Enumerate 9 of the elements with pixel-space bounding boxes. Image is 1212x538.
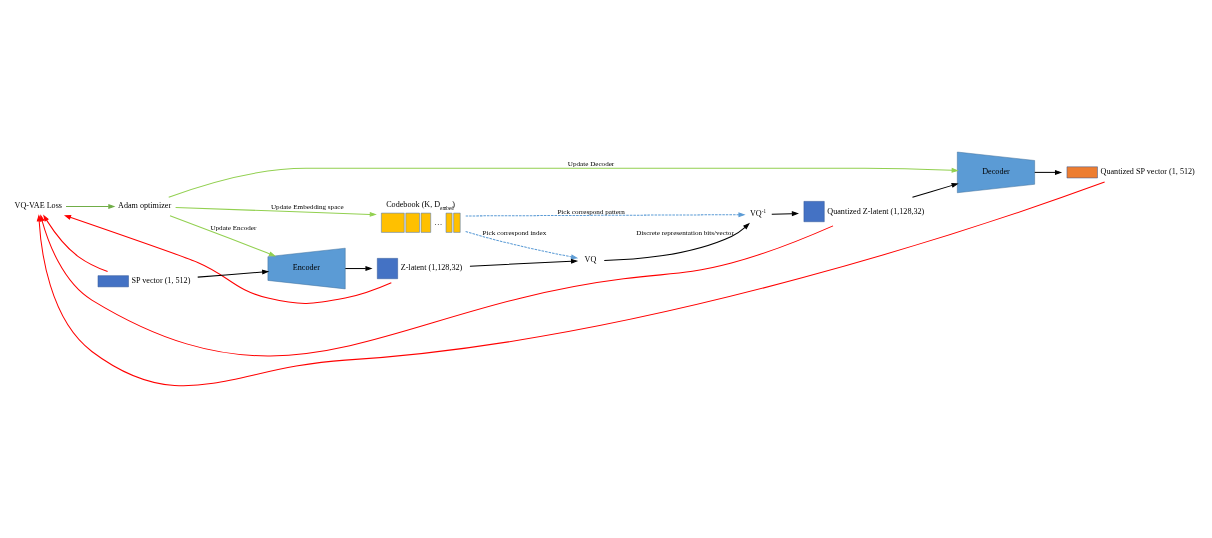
node-text: VQ$^{-1}$ bbox=[749, 208, 766, 219]
node-label: SP vector (1, 512) bbox=[131, 276, 191, 286]
node-text: VQ bbox=[584, 255, 597, 265]
node-label: Quantized SP vector (1, 512) bbox=[1100, 167, 1195, 177]
node-text: VQ-VAE Loss bbox=[14, 201, 63, 211]
node-label: Codebook (K, D$_{embed}$) bbox=[386, 200, 456, 212]
node-label: Quantized Z-latent (1,128,32) bbox=[827, 206, 925, 216]
node-label: Z-latent (1,128,32) bbox=[400, 263, 463, 273]
node-text: Adam optimizer bbox=[118, 201, 172, 211]
